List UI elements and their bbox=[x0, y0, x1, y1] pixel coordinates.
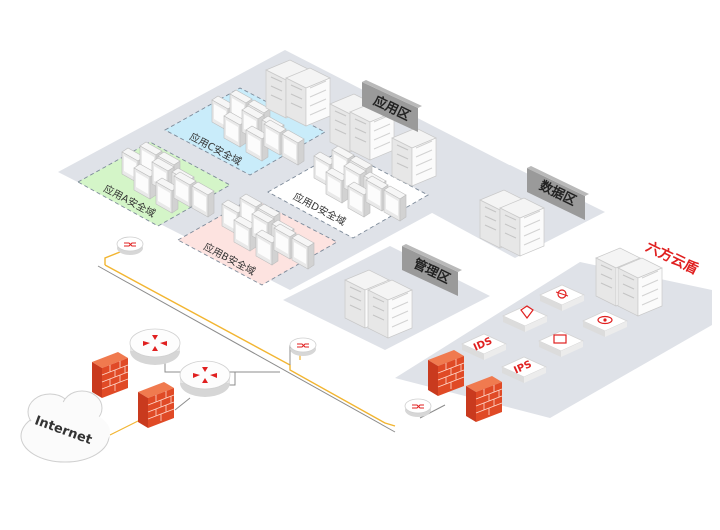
eye-icon-device bbox=[582, 310, 628, 338]
liufang-appliances bbox=[461, 284, 628, 384]
cloud-icon bbox=[20, 390, 110, 463]
bug-icon-device bbox=[539, 284, 585, 312]
shield-icon-device bbox=[502, 305, 548, 333]
router-icon bbox=[129, 328, 231, 398]
monitor-icon-device bbox=[538, 330, 584, 358]
